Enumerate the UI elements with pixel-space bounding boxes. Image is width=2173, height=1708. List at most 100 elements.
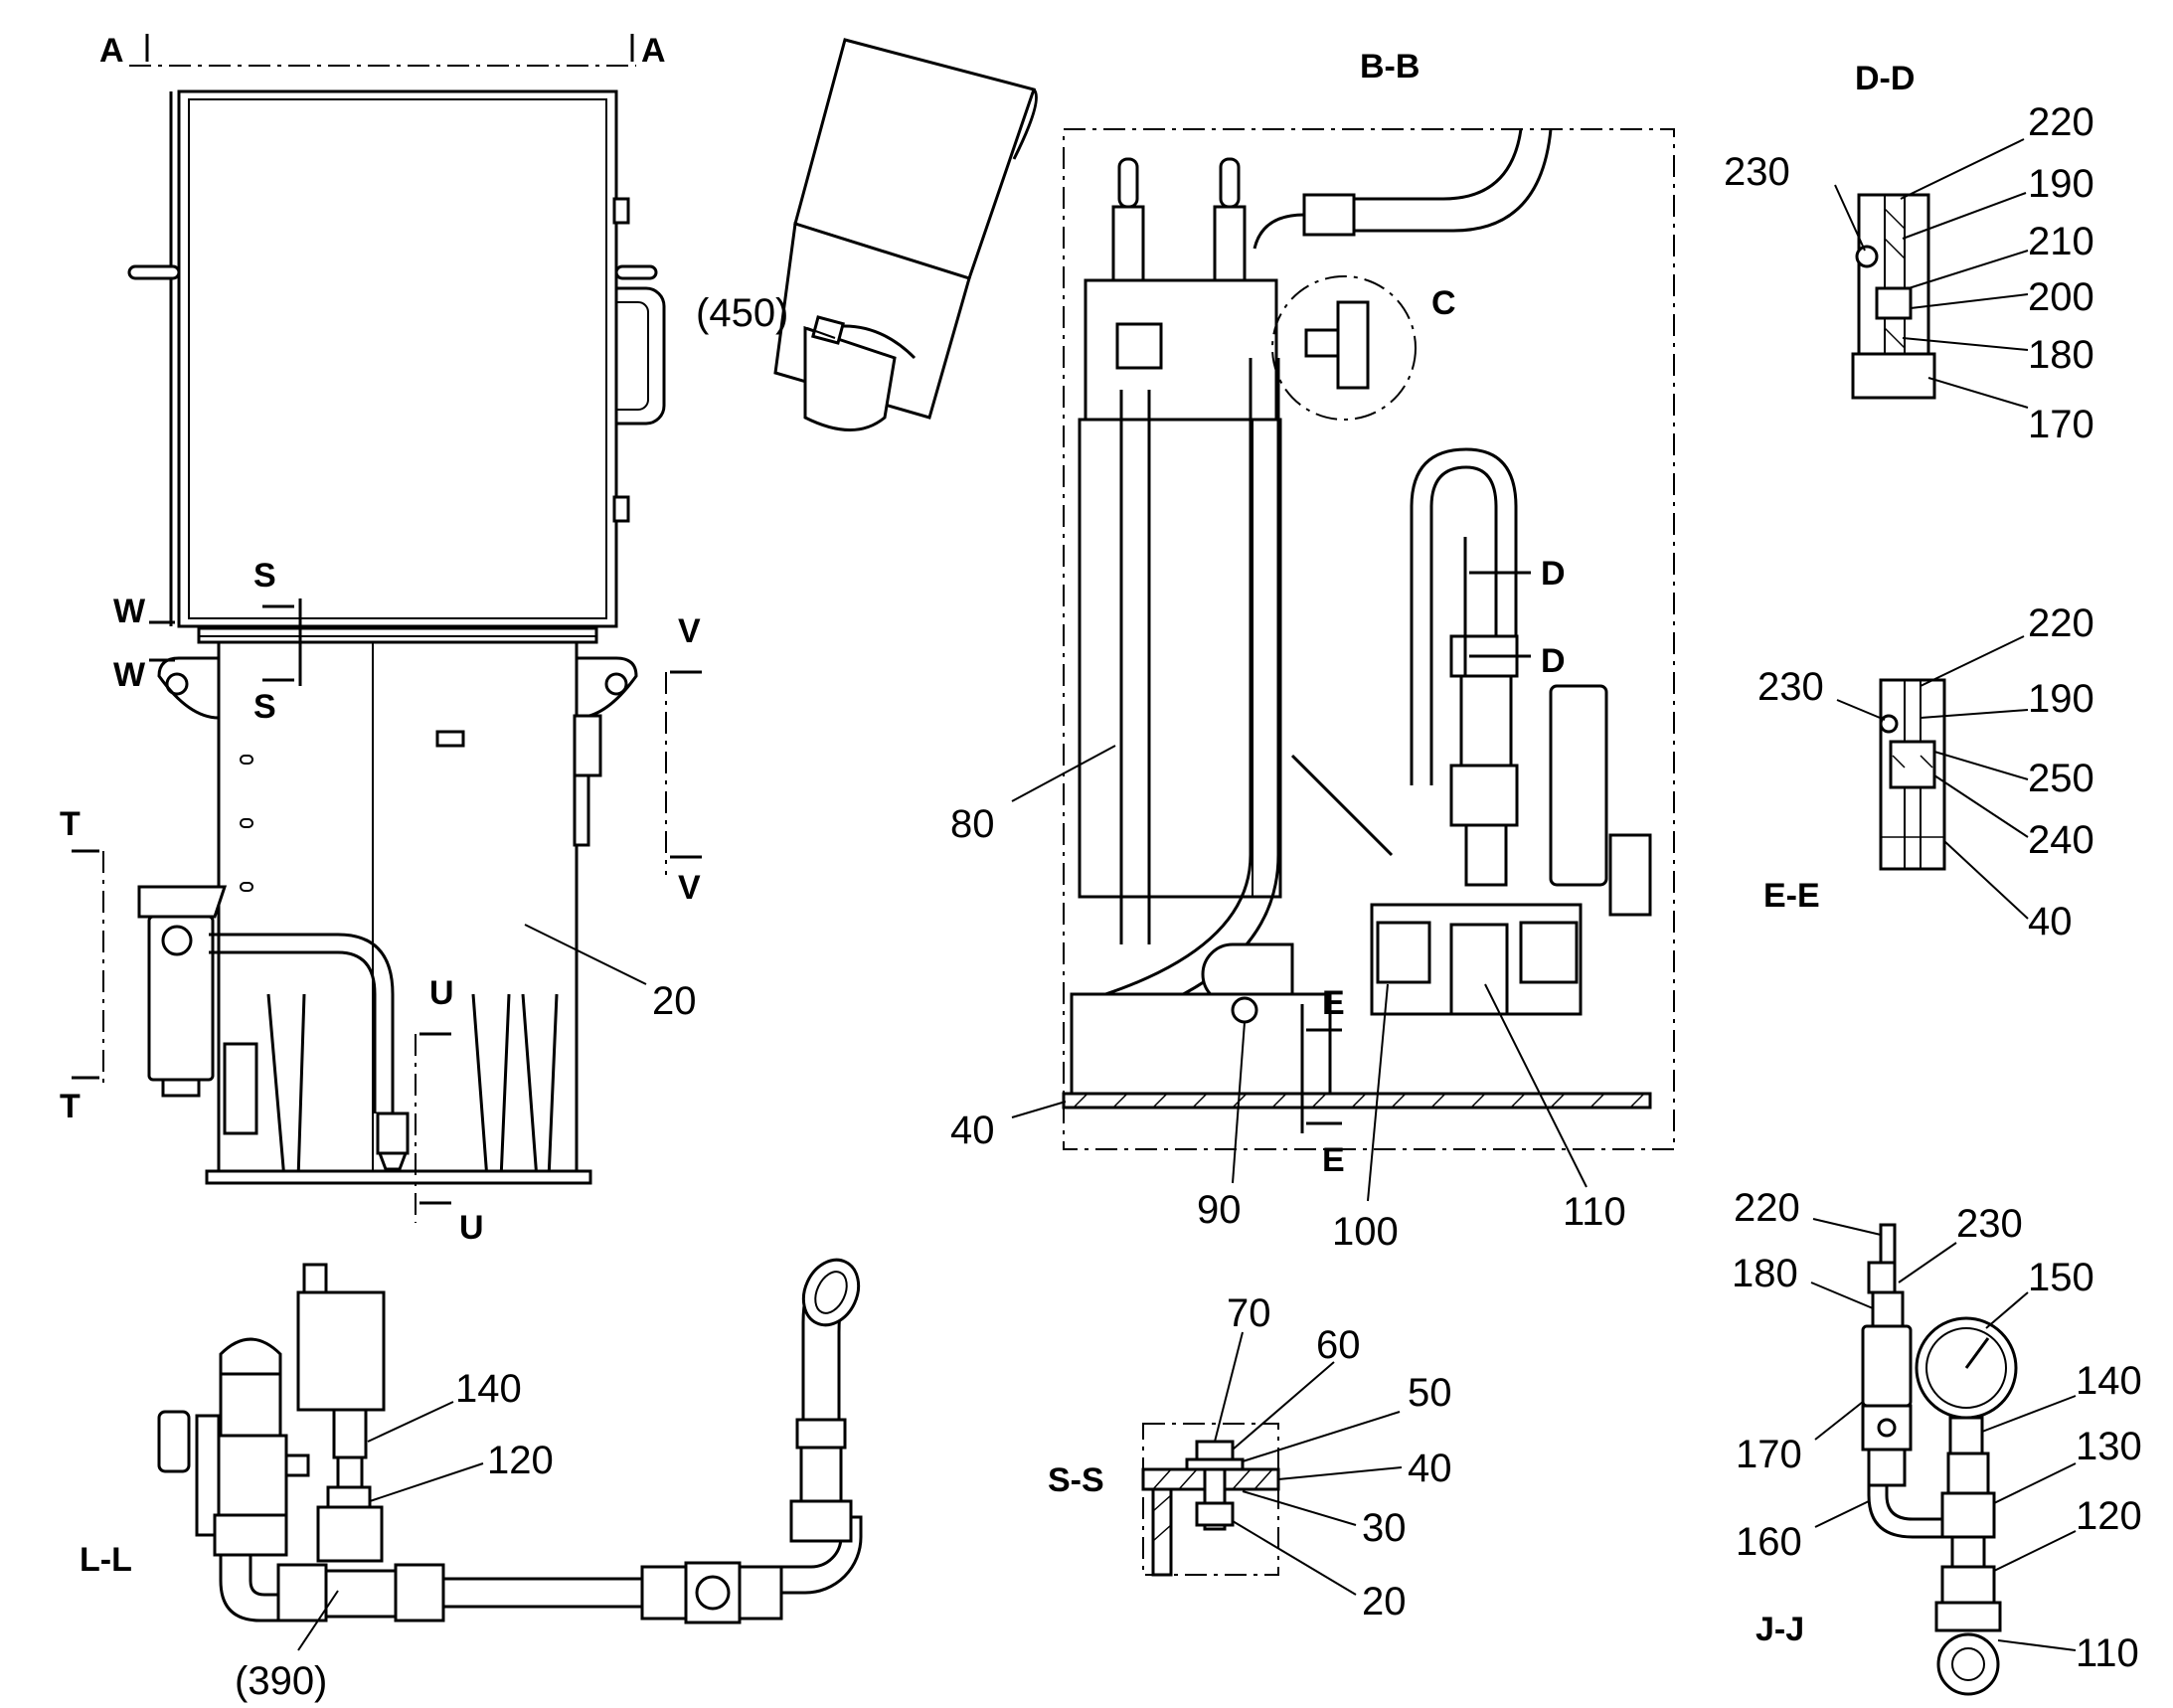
ee-label-190: 190 [2028, 677, 2094, 721]
jj-label-230: 230 [1956, 1202, 2023, 1246]
jj-fitting-120 [1940, 1565, 1996, 1605]
leader-40 [1011, 1101, 1067, 1118]
dd-label-170: 170 [2028, 403, 2094, 446]
ee-label-250: 250 [2028, 757, 2094, 800]
title-ee: E-E [1763, 877, 1820, 915]
jj-label-170: 170 [1736, 1433, 1802, 1476]
lower-housing [217, 640, 579, 1181]
bb-lower-tray [1070, 992, 1332, 1096]
main-front-view: A A [60, 32, 702, 1247]
section-dd: D-D 230 220 190 210 200 180 170 [1724, 60, 2094, 446]
bb-solenoid [1549, 684, 1608, 887]
cut-mark-a-right: A [641, 32, 666, 70]
rib-1 [266, 993, 306, 1180]
title-ss: S-S [1048, 1461, 1104, 1499]
side-valve [573, 714, 602, 777]
drain-hose-inner [209, 950, 377, 1113]
ll-flange-plate [195, 1414, 221, 1537]
jj-label-140: 140 [2076, 1359, 2142, 1403]
cut-mark-e-top: E [1322, 984, 1345, 1022]
bb-base-plate [1062, 1092, 1652, 1110]
cut-mark-a-left: A [99, 32, 124, 70]
cut-mark-u-top: U [429, 974, 454, 1012]
ll-label-140: 140 [455, 1367, 522, 1411]
ss-bolt-head-70 [1195, 1440, 1235, 1461]
main-label-20: 20 [652, 979, 697, 1023]
latch-lower [612, 495, 630, 523]
leader-100 [1367, 983, 1389, 1202]
cabinet-inner-edge [188, 98, 607, 619]
cut-mark-s-top: S [253, 557, 276, 595]
section-jj: 220 230 180 150 140 170 130 160 120 110 … [1732, 1186, 2142, 1696]
title-jj: J-J [1755, 1611, 1804, 1648]
bb-label-90: 90 [1197, 1188, 1242, 1232]
ss-nut-20 [1195, 1501, 1235, 1527]
section-ee: 220 230 190 250 240 40 E-E [1757, 601, 2094, 943]
ll-pipe [441, 1577, 644, 1609]
jj-fitting-170 [1861, 1324, 1913, 1408]
dd-label-220: 220 [2028, 100, 2094, 144]
bb-hose-loop [1429, 465, 1498, 785]
ss-label-50: 50 [1408, 1371, 1452, 1415]
leader-80 [1011, 745, 1116, 802]
ll-solenoid-140 [296, 1290, 386, 1412]
ss-label-30: 30 [1362, 1506, 1407, 1550]
title-bb: B-B [1360, 48, 1420, 85]
bb-label-100: 100 [1332, 1210, 1399, 1254]
leader-90 [1232, 1021, 1246, 1184]
ss-label-70: 70 [1227, 1291, 1271, 1335]
ll-tee-120 [316, 1505, 384, 1563]
rib-2 [471, 993, 511, 1180]
base-plate [205, 1169, 592, 1185]
leader-450 [806, 327, 836, 339]
jj-label-120: 120 [2076, 1494, 2142, 1538]
upper-cabinet [177, 89, 618, 628]
jj-label-110: 110 [2076, 1631, 2139, 1675]
title-ll: L-L [80, 1541, 132, 1579]
nameplate [435, 730, 465, 748]
ll-label-390: (390) [235, 1659, 327, 1703]
jj-label-220: 220 [1734, 1186, 1800, 1230]
bb-label-110: 110 [1563, 1190, 1626, 1234]
cut-mark-u-bottom: U [459, 1209, 484, 1247]
title-dd: D-D [1855, 60, 1915, 97]
leader-20 [524, 924, 647, 985]
bb-label-40: 40 [950, 1109, 995, 1152]
ee-label-240: 240 [2028, 818, 2094, 862]
cut-mark-d-top: D [1541, 555, 1566, 593]
cut-mark-w-top: W [113, 593, 146, 630]
data-plate [223, 1042, 258, 1135]
jj-label-150: 150 [2028, 1256, 2094, 1299]
dd-label-180: 180 [2028, 333, 2094, 377]
bb-pump-head [1084, 278, 1278, 422]
filter-body [147, 915, 215, 1082]
ee-label-220: 220 [2028, 601, 2094, 645]
ll-check-valve [219, 1337, 282, 1376]
left-handle [127, 264, 181, 280]
jj-valve-110 [1936, 1632, 2000, 1696]
isometric-view: (450) [696, 38, 1038, 431]
jj-label-180: 180 [1732, 1252, 1798, 1295]
cut-mark-v-bottom: V [678, 869, 701, 907]
ll-label-120: 120 [487, 1439, 554, 1482]
jj-tee-130 [1940, 1491, 1996, 1539]
ll-elbow-left [219, 1555, 278, 1623]
dd-label-190: 190 [2028, 162, 2094, 206]
ss-label-20: 20 [1362, 1580, 1407, 1623]
cut-mark-s-bottom: S [253, 688, 276, 726]
bb-label-80: 80 [950, 802, 995, 846]
side-grip [616, 286, 666, 426]
ss-label-40: 40 [1408, 1447, 1452, 1490]
ee-label-230: 230 [1757, 665, 1824, 709]
dd-label-210: 210 [2028, 220, 2094, 263]
dd-label-200: 200 [2028, 275, 2094, 319]
filter-cap [137, 885, 228, 919]
detail-c-mark: C [1431, 284, 1456, 322]
ss-label-60: 60 [1316, 1323, 1361, 1367]
latch-upper [612, 197, 630, 225]
detail-c-circle [1271, 275, 1417, 421]
leader-110 [1484, 983, 1588, 1188]
jj-label-130: 130 [2076, 1425, 2142, 1468]
iso-filter [803, 325, 897, 431]
